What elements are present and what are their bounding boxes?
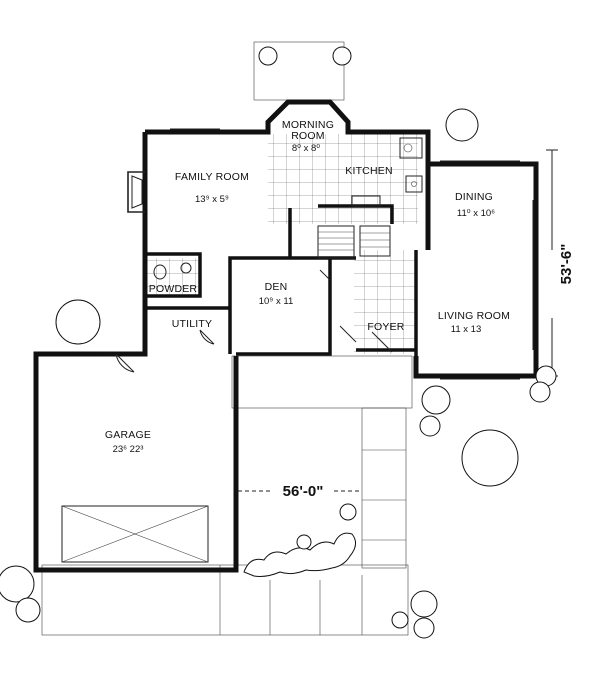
shrub-icon (332, 46, 352, 66)
morning-room-label-2: ROOM (291, 130, 324, 142)
shrub-icon (391, 611, 409, 629)
dining-size: 11⁰ x 10⁶ (457, 208, 495, 219)
living-room-size: 11 x 13 (451, 324, 481, 335)
powder-fixtures (153, 262, 192, 280)
shrub-icon (258, 46, 278, 66)
garage-label: GARAGE (105, 429, 151, 441)
tree-icon (461, 429, 519, 487)
morning-room-size: 8⁰ x 8⁰ (292, 143, 320, 154)
den-size: 10⁹ x 11 (259, 296, 294, 307)
tree-icon (0, 565, 35, 603)
family-room-size: 13⁹ x 5⁹ (195, 194, 229, 205)
interior-walls (36, 204, 418, 376)
driveway (41, 564, 409, 636)
dimension-lines (238, 149, 558, 492)
dining-label: DINING (455, 191, 493, 203)
morning-room-label-1: MORNING (282, 119, 334, 131)
overall-width-label: 56'-0" (283, 483, 324, 500)
tree-icon (410, 590, 438, 618)
utility-label: UTILITY (172, 318, 213, 330)
tree-icon (55, 299, 101, 345)
windows (170, 128, 534, 380)
foyer-label: FOYER (367, 321, 404, 333)
living-room-label: LIVING ROOM (438, 310, 510, 322)
room-labels: MORNING ROOM 8⁰ x 8⁰ FAMILY ROOM 13⁹ x 5… (105, 119, 575, 500)
shrub-icon (529, 381, 551, 403)
stairs (317, 225, 391, 259)
landscaping (0, 46, 557, 639)
family-room-label: FAMILY ROOM (175, 171, 249, 183)
kitchen-label: KITCHEN (345, 165, 393, 177)
shrub-icon (413, 617, 435, 639)
fireplace (127, 171, 145, 213)
kitchen-fixtures (351, 137, 423, 207)
shrub-icon (339, 503, 357, 521)
garage-door (61, 505, 209, 563)
overall-depth-label: 53'-6" (558, 244, 575, 285)
shrub-icon (419, 415, 441, 437)
powder-label: POWDER (149, 283, 198, 295)
shrub-icon (15, 597, 41, 623)
garage-size: 23⁶ 22³ (113, 444, 144, 455)
front-walk (231, 355, 413, 569)
tree-icon (445, 108, 479, 142)
hedge-icon (243, 532, 356, 577)
shrub-icon (296, 534, 312, 550)
doors (115, 269, 393, 373)
den-label: DEN (265, 281, 288, 293)
tree-icon (421, 385, 451, 415)
